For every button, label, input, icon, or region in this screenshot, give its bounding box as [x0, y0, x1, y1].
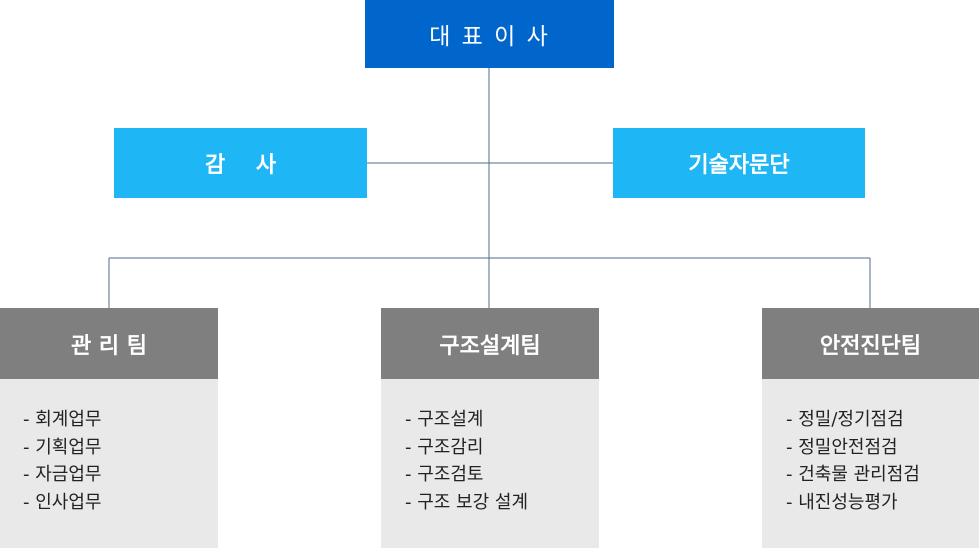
- task-item: - 구조설계: [405, 409, 484, 430]
- team-management-name: 관 리 팀: [70, 333, 148, 359]
- task-item: - 정밀/정기점검: [786, 409, 904, 430]
- team-safety-task-list: - 정밀/정기점검 - 정밀안전점검 - 건축물 관리점검 - 내진성능평가: [762, 406, 979, 516]
- task-item: - 구조검토: [405, 464, 484, 485]
- task-item: - 회계업무: [23, 409, 102, 430]
- advisory-label: 기술자문단: [688, 153, 790, 178]
- advisory-box: 기술자문단: [613, 128, 865, 198]
- team-safety-header: 안전진단팀: [762, 308, 979, 379]
- task-item: - 구조감리: [405, 436, 484, 458]
- audit-label: 감 사: [204, 153, 277, 178]
- team-structural-name: 구조설계팀: [439, 333, 541, 359]
- task-item: - 인사업무: [23, 491, 102, 513]
- team-management-header: 관 리 팀: [0, 308, 218, 379]
- audit-box: 감 사: [114, 128, 367, 198]
- task-item: - 정밀안전점검: [786, 436, 898, 458]
- team-structural-task-list: - 구조설계 - 구조감리 - 구조검토 - 구조 보강 설계: [381, 406, 599, 516]
- ceo-label: 대 표 이 사: [429, 24, 550, 50]
- team-safety-body: - 정밀/정기점검 - 정밀안전점검 - 건축물 관리점검 - 내진성능평가: [762, 379, 979, 548]
- team-safety-name: 안전진단팀: [819, 333, 922, 359]
- ceo-box: 대 표 이 사: [365, 0, 614, 68]
- task-item: - 건축물 관리점검: [786, 464, 920, 485]
- team-structural-body: - 구조설계 - 구조감리 - 구조검토 - 구조 보강 설계: [381, 379, 599, 548]
- task-item: - 내진성능평가: [786, 491, 898, 513]
- team-management-body: - 회계업무 - 기획업무 - 자금업무 - 인사업무: [0, 379, 218, 548]
- team-management-task-list: - 회계업무 - 기획업무 - 자금업무 - 인사업무: [0, 406, 218, 516]
- task-item: - 기획업무: [23, 436, 102, 458]
- team-structural-header: 구조설계팀: [381, 308, 599, 379]
- task-item: - 자금업무: [23, 464, 102, 485]
- task-item: - 구조 보강 설계: [405, 491, 529, 513]
